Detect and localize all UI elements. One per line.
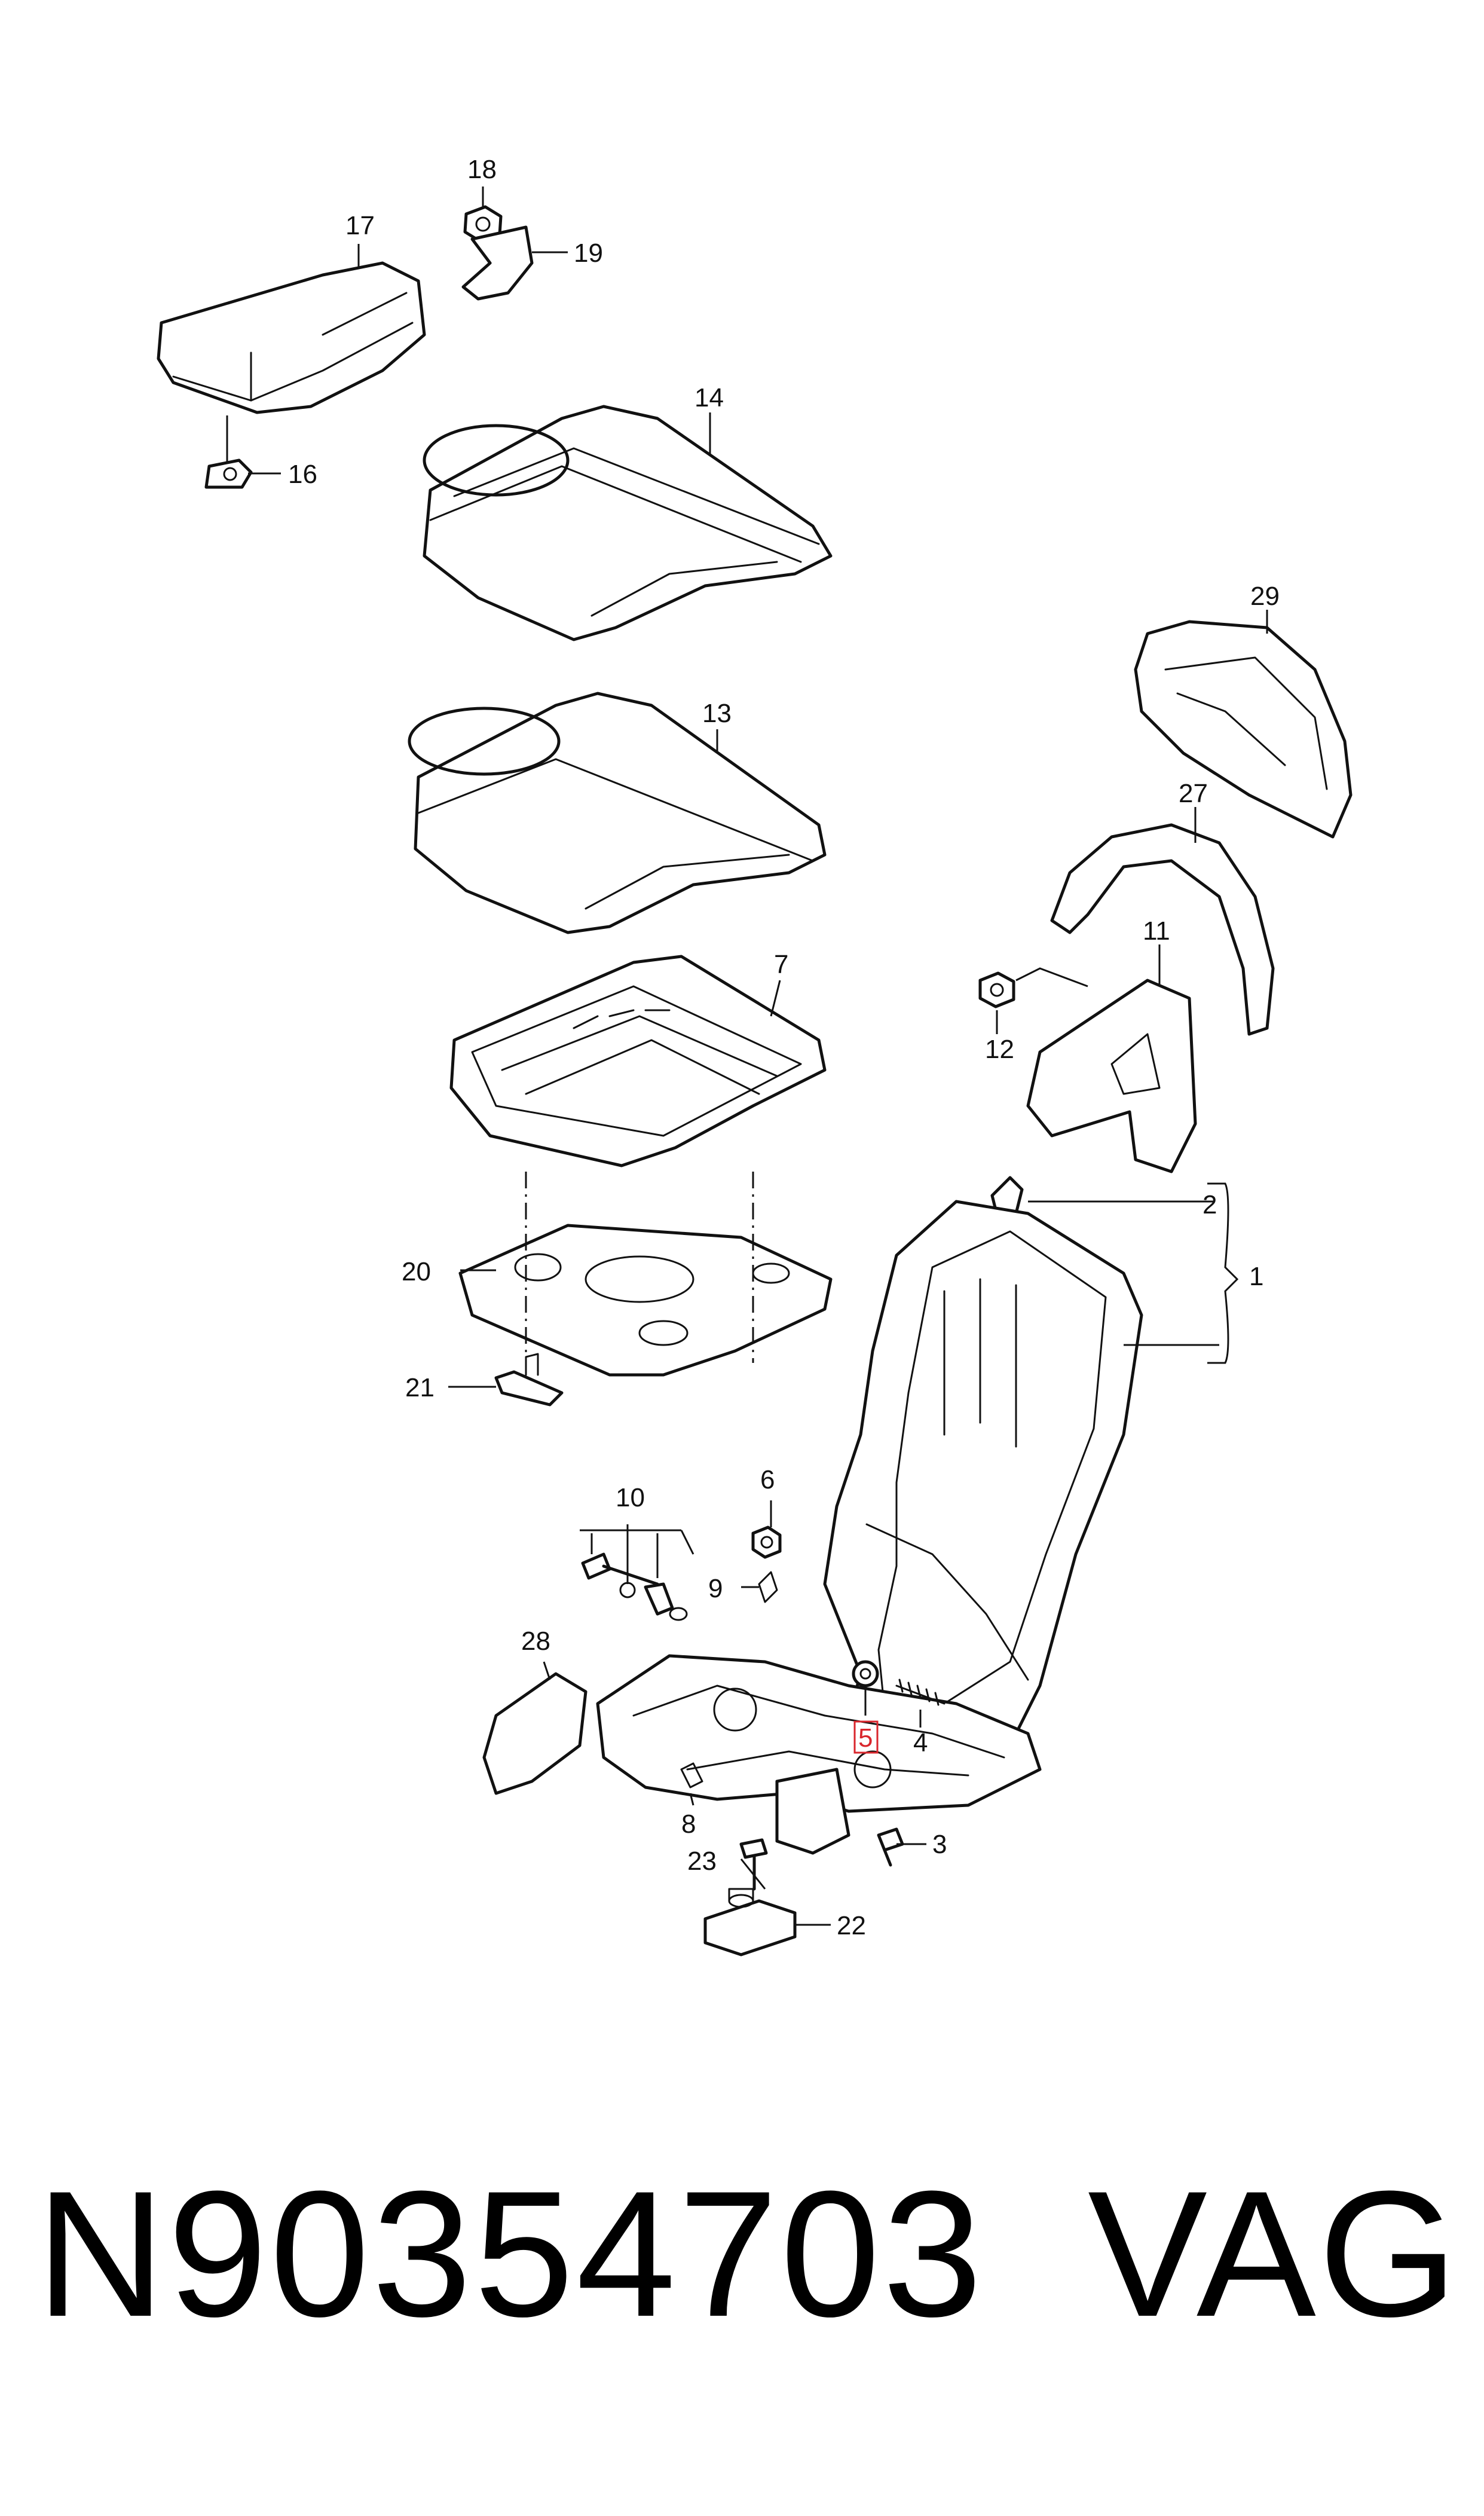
callout-11: 11 [1143, 916, 1170, 946]
brand-label: VAG [1088, 2153, 1461, 2354]
part-22-slider [703, 1888, 797, 1956]
callout-13: 13 [702, 699, 732, 728]
part-4-spring [895, 1679, 946, 1706]
part-20-seat-plate [458, 1224, 833, 1377]
part-28-side-cover [482, 1672, 588, 1795]
callout-21: 21 [405, 1373, 435, 1402]
callout-5: 5 [858, 1723, 873, 1753]
callout-28: 28 [521, 1627, 550, 1656]
callout-16: 16 [288, 460, 317, 489]
part-11-bracket [1026, 979, 1197, 1173]
callout-17: 17 [345, 211, 375, 240]
part-17-armrest-pad [157, 261, 426, 414]
callouts: 17 18 19 16 14 13 7 29 27 11 12 2 1 20 2… [288, 155, 1280, 1940]
part-29-headrest-cover [1134, 620, 1353, 839]
callout-18: 18 [467, 155, 497, 184]
part-12-nut [978, 971, 1015, 1008]
part-10-bolt-set [581, 1552, 688, 1621]
part-7-seat-pan [449, 955, 827, 1167]
part-5-washer [852, 1660, 879, 1687]
part-number-label: N90354703 [36, 2153, 985, 2354]
part-19-bracket [461, 225, 534, 301]
callout-9: 9 [708, 1574, 723, 1603]
callout-29: 29 [1250, 582, 1280, 611]
part-16-clip [204, 458, 253, 489]
callout-12: 12 [985, 1035, 1014, 1064]
callout-6: 6 [760, 1465, 775, 1494]
callout-7: 7 [774, 950, 788, 979]
callout-10: 10 [616, 1483, 645, 1512]
seat-base-assembly [596, 1654, 1042, 1855]
part-13-seat-foam [408, 692, 827, 934]
callout-3: 3 [932, 1830, 947, 1859]
callout-22: 22 [837, 1911, 866, 1940]
callout-1: 1 [1249, 1262, 1263, 1291]
part-14-seat-cover [423, 405, 833, 641]
callout-20: 20 [402, 1257, 431, 1286]
part-23-bolt [739, 1838, 768, 1891]
callout-2: 2 [1203, 1190, 1217, 1219]
callout-19: 19 [574, 239, 603, 268]
callout-4: 4 [913, 1728, 928, 1757]
leader-lines [226, 187, 1268, 1926]
part-8-clip [680, 1762, 703, 1789]
part-6-nut [751, 1526, 782, 1559]
callout-5-highlight-box [853, 1720, 879, 1754]
callout-23: 23 [687, 1847, 717, 1876]
part-9-clip [758, 1571, 778, 1603]
part-18-nut [463, 205, 503, 243]
part-21-clip [494, 1353, 564, 1407]
part-3-bolt [877, 1827, 904, 1867]
callout-27: 27 [1179, 779, 1208, 808]
callout-8: 8 [681, 1809, 696, 1839]
callout-14: 14 [694, 383, 724, 412]
